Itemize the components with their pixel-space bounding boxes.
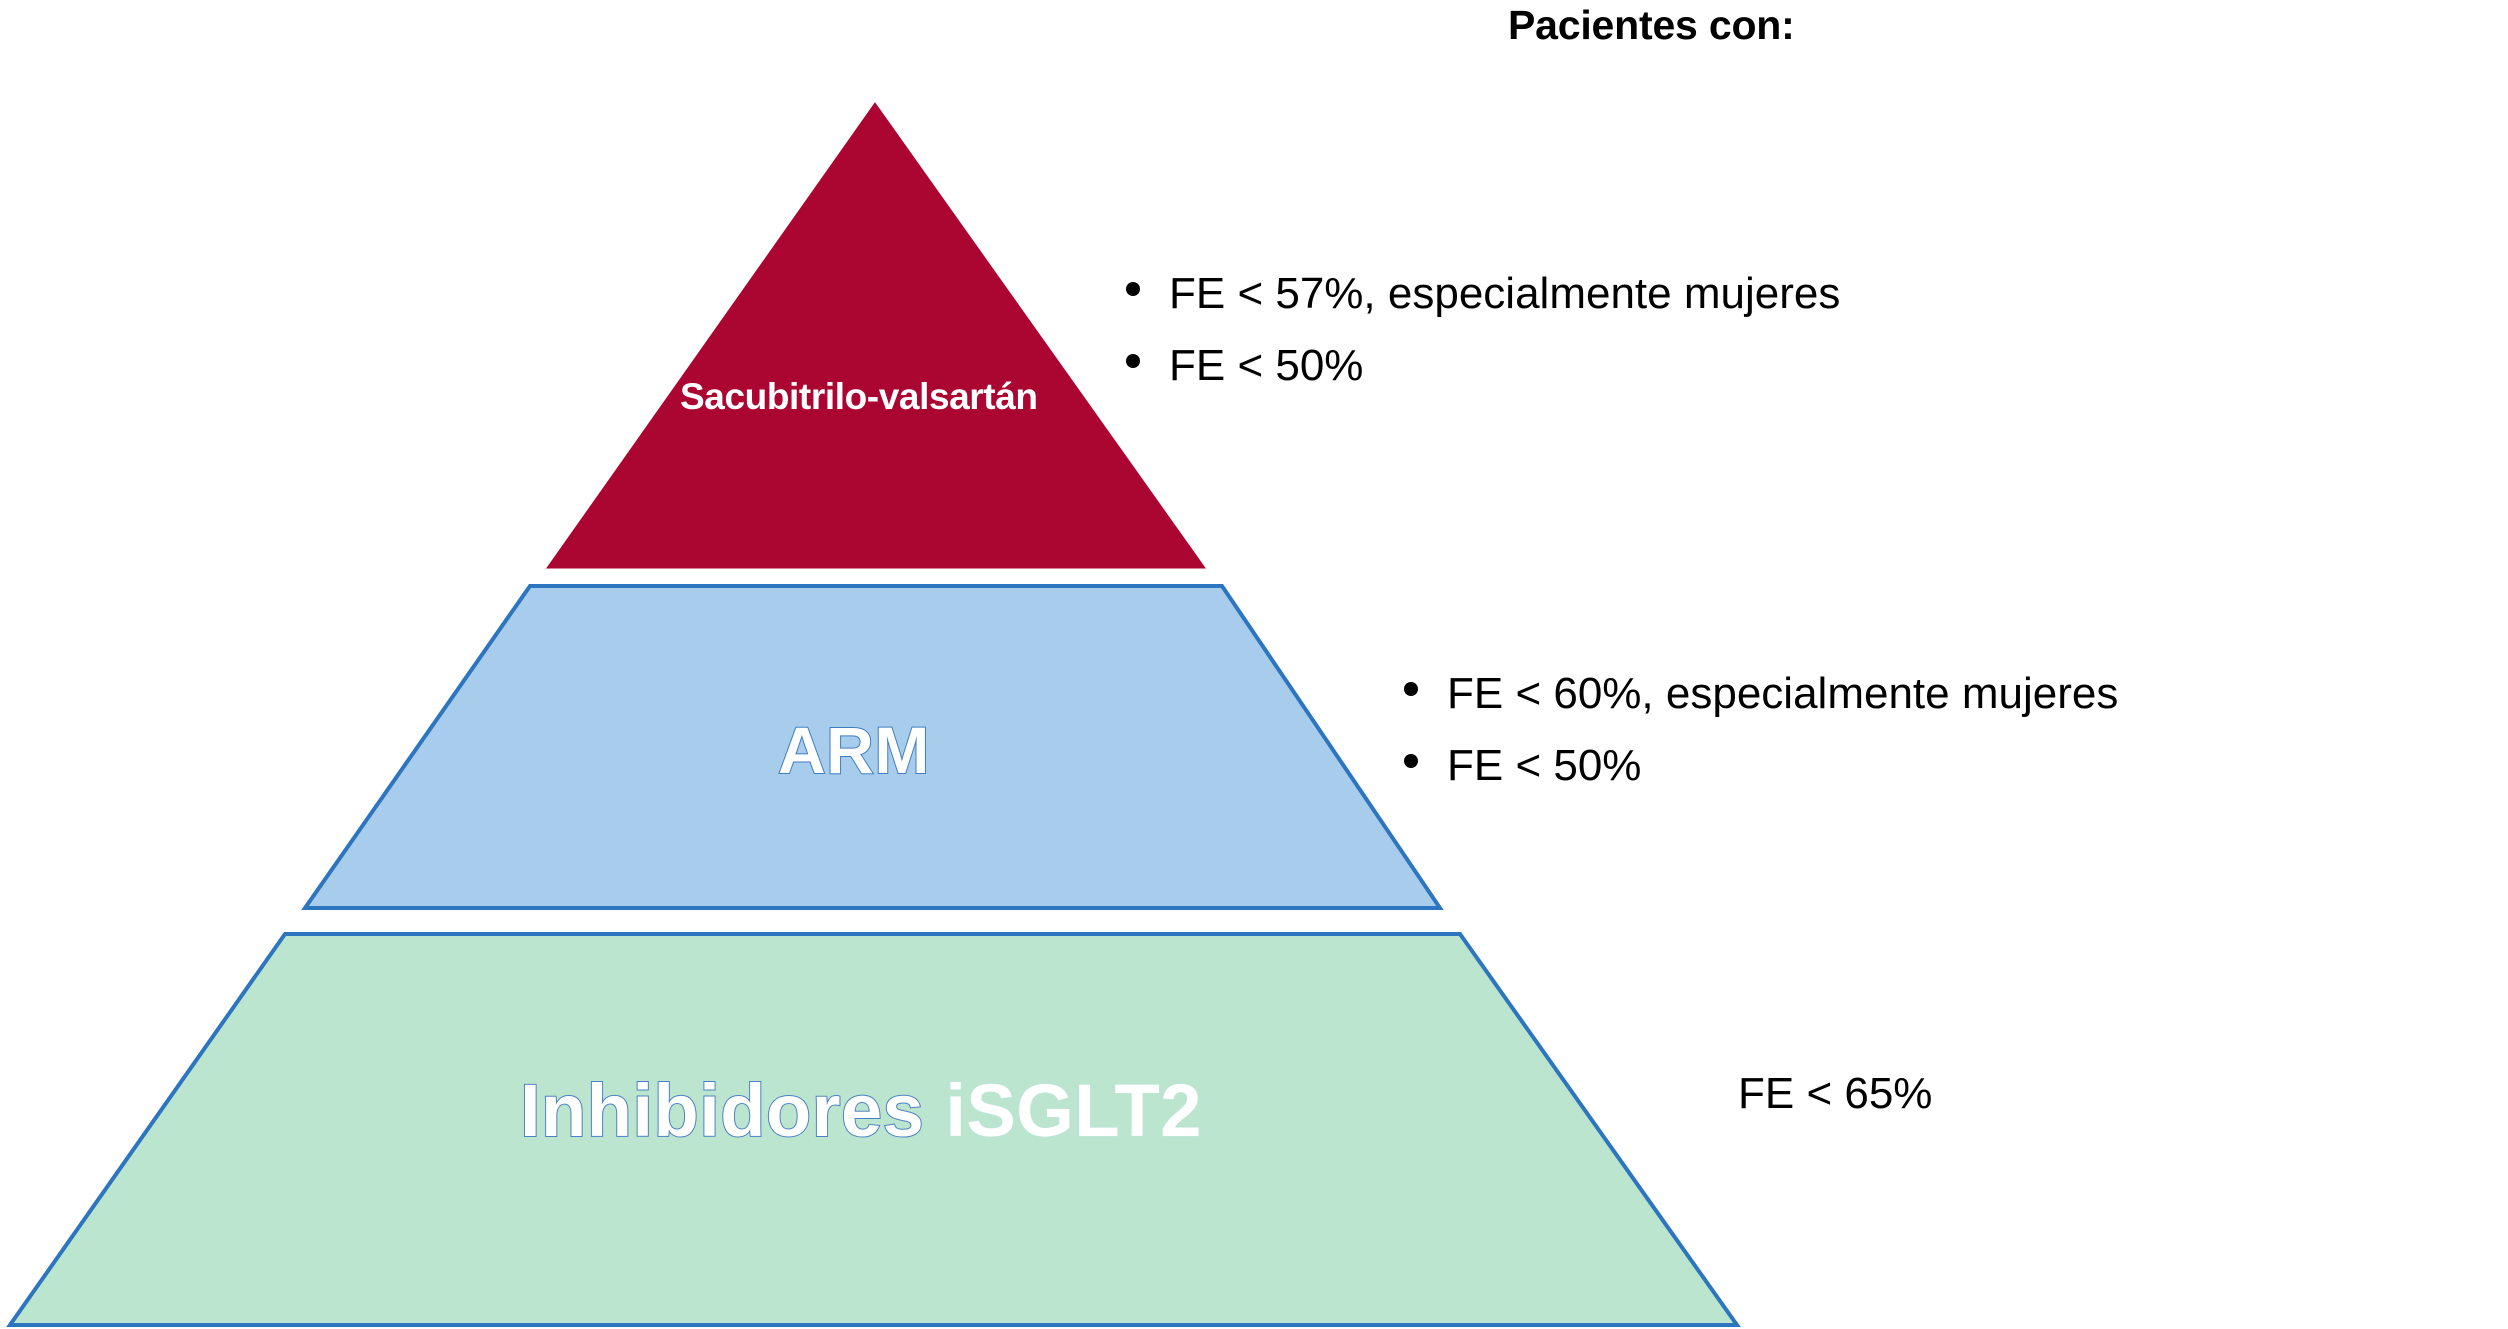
bullet-icon [1126, 282, 1140, 296]
annotation-line: FE < 65% [1738, 1058, 1932, 1130]
pyramid-tier-bottom-shape [6, 932, 1741, 1327]
annotation-group-top: FE < 57%, especialmente mujeres FE < 50% [1126, 258, 1840, 402]
bullet-icon [1404, 754, 1418, 768]
annotation-text: FE < 65% [1738, 1069, 1933, 1118]
annotation-line: FE < 50% [1126, 330, 1840, 402]
annotation-text: FE < 50% [1169, 341, 1364, 390]
annotation-group-middle: FE < 60%, especialmente mujeres FE < 50% [1404, 658, 2118, 802]
bullet-icon [1126, 354, 1140, 368]
annotation-text: FE < 60%, especialmente mujeres [1447, 669, 2119, 718]
annotation-group-bottom: FE < 65% [1738, 1058, 1932, 1130]
annotation-line: FE < 50% [1404, 730, 2118, 802]
annotation-line: FE < 57%, especialmente mujeres [1126, 258, 1840, 330]
bullet-icon [1404, 682, 1418, 696]
page-title: Pacientes con: [1508, 2, 1795, 48]
annotation-text: FE < 57%, especialmente mujeres [1169, 269, 1841, 318]
pyramid-tier-top-shape [546, 102, 1206, 569]
annotation-text: FE < 50% [1447, 741, 1642, 790]
pyramid-tier-middle-shape [301, 584, 1444, 910]
annotation-line: FE < 60%, especialmente mujeres [1404, 658, 2118, 730]
